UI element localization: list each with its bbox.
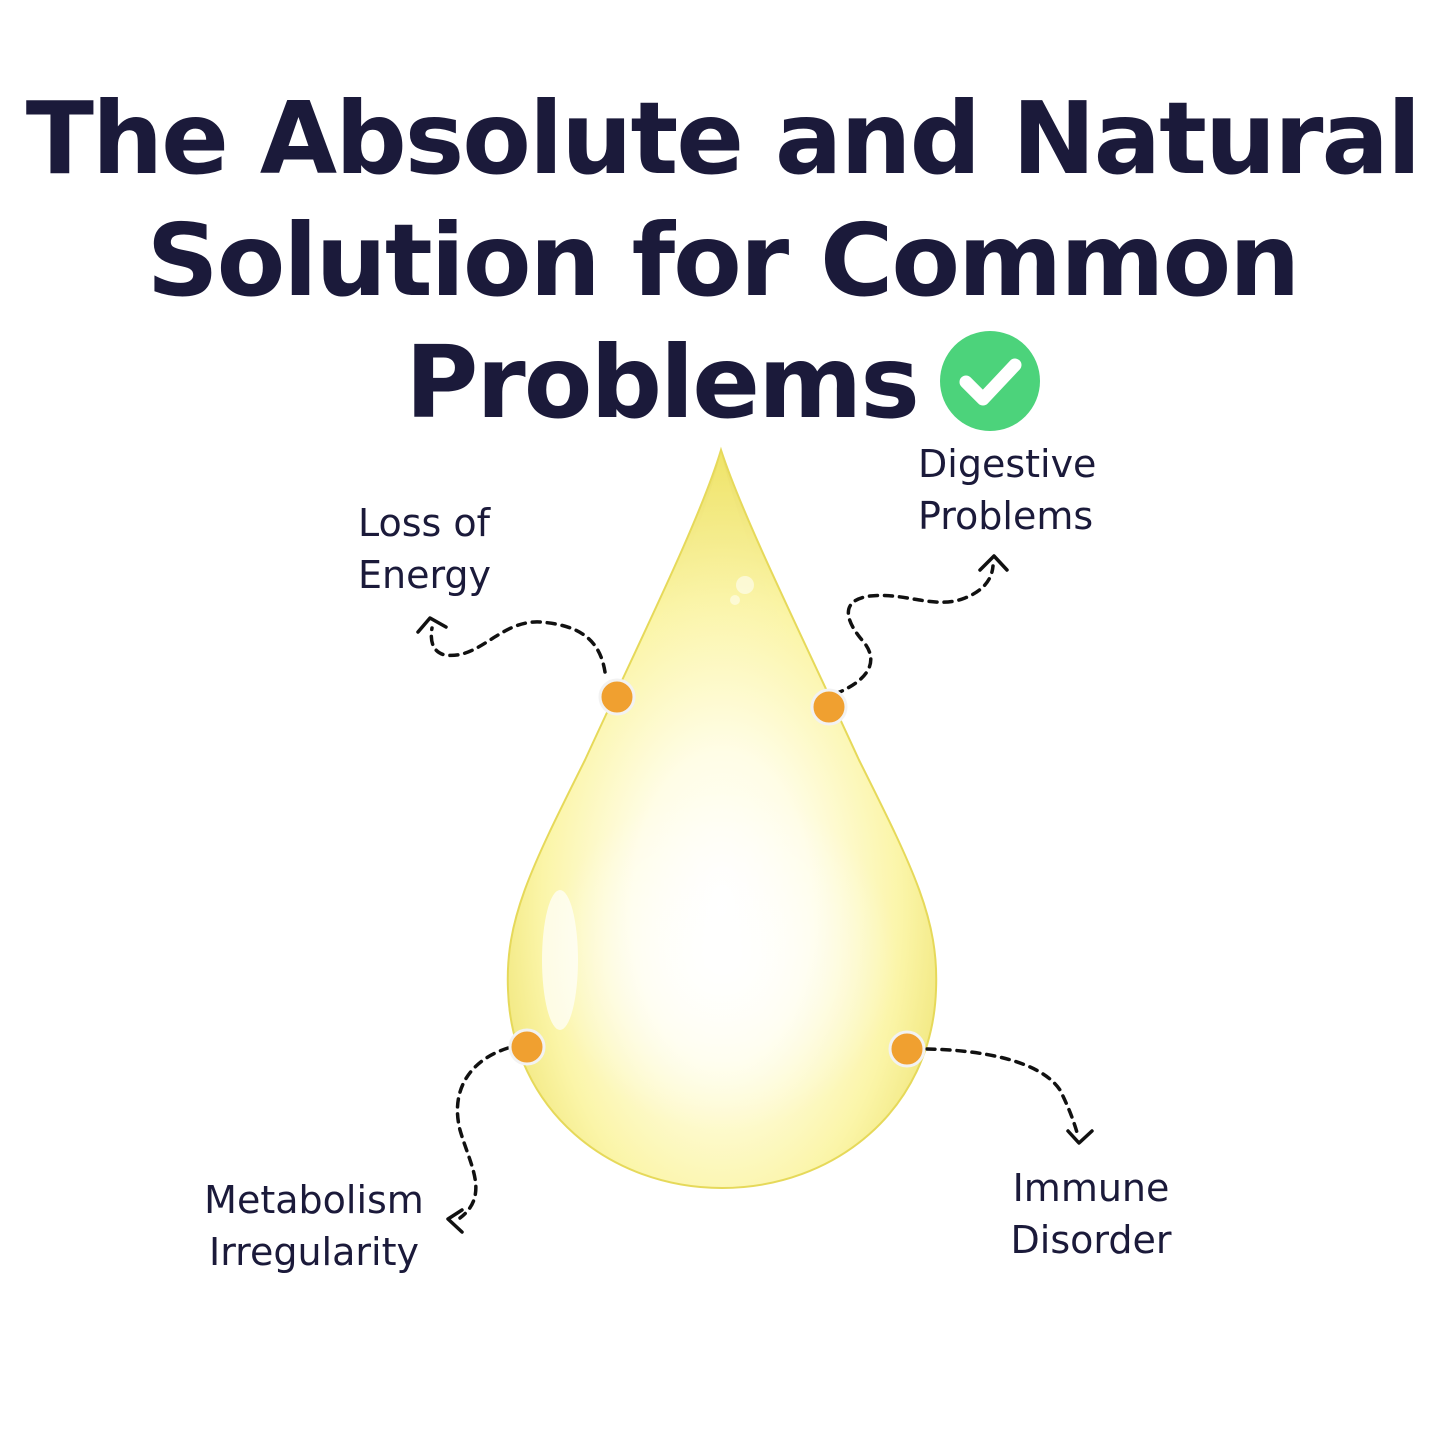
label-loss-of-energy-line1: Loss of xyxy=(358,501,491,545)
label-loss-of-energy-line2: Energy xyxy=(358,553,492,597)
connector-loss-of-energy xyxy=(429,620,607,674)
label-digestive-line2: Problems xyxy=(918,494,1094,538)
label-metabolism-line2: Irregularity xyxy=(209,1230,419,1274)
marker-immune xyxy=(888,1030,926,1068)
label-immune-line2: Disorder xyxy=(1010,1218,1172,1262)
label-immune-disorder: Immune Disorder xyxy=(1005,1162,1177,1266)
drop-bubble-2 xyxy=(730,595,740,605)
drop-bubble-1 xyxy=(736,576,754,594)
connector-metabolism xyxy=(455,1046,510,1220)
marker-metabolism xyxy=(508,1028,546,1066)
label-digestive-problems: Digestive Problems xyxy=(918,438,1096,542)
drop-inner-glow xyxy=(547,790,897,1130)
connector-immune xyxy=(925,1047,1080,1138)
title-line-3-text: Problems xyxy=(405,324,920,441)
arrowhead-immune xyxy=(1066,1129,1094,1145)
label-metabolism-irregularity: Metabolism Irregularity xyxy=(196,1174,432,1278)
label-immune-line1: Immune xyxy=(1012,1166,1170,1210)
label-digestive-line1: Digestive xyxy=(918,442,1097,486)
title-line-3: Problems xyxy=(0,322,1445,444)
label-loss-of-energy: Loss of Energy xyxy=(358,497,491,601)
marker-loss-of-energy xyxy=(598,678,636,716)
arrowhead-loss-of-energy xyxy=(416,616,448,634)
title-line-2: Solution for Common xyxy=(146,202,1301,319)
arrowhead-digestive xyxy=(978,554,1009,572)
drop-tip-shade xyxy=(640,452,800,660)
page-title: The Absolute and Natural Solution for Co… xyxy=(0,78,1445,444)
marker-digestive xyxy=(810,688,848,726)
label-metabolism-line1: Metabolism xyxy=(204,1178,424,1222)
connectors xyxy=(429,564,1080,1220)
title-line-1: The Absolute and Natural xyxy=(25,80,1421,197)
check-circle-icon xyxy=(939,331,1040,431)
arrowhead-metabolism xyxy=(446,1208,464,1234)
drop-highlight xyxy=(542,890,578,1030)
connector-digestive xyxy=(833,564,995,696)
